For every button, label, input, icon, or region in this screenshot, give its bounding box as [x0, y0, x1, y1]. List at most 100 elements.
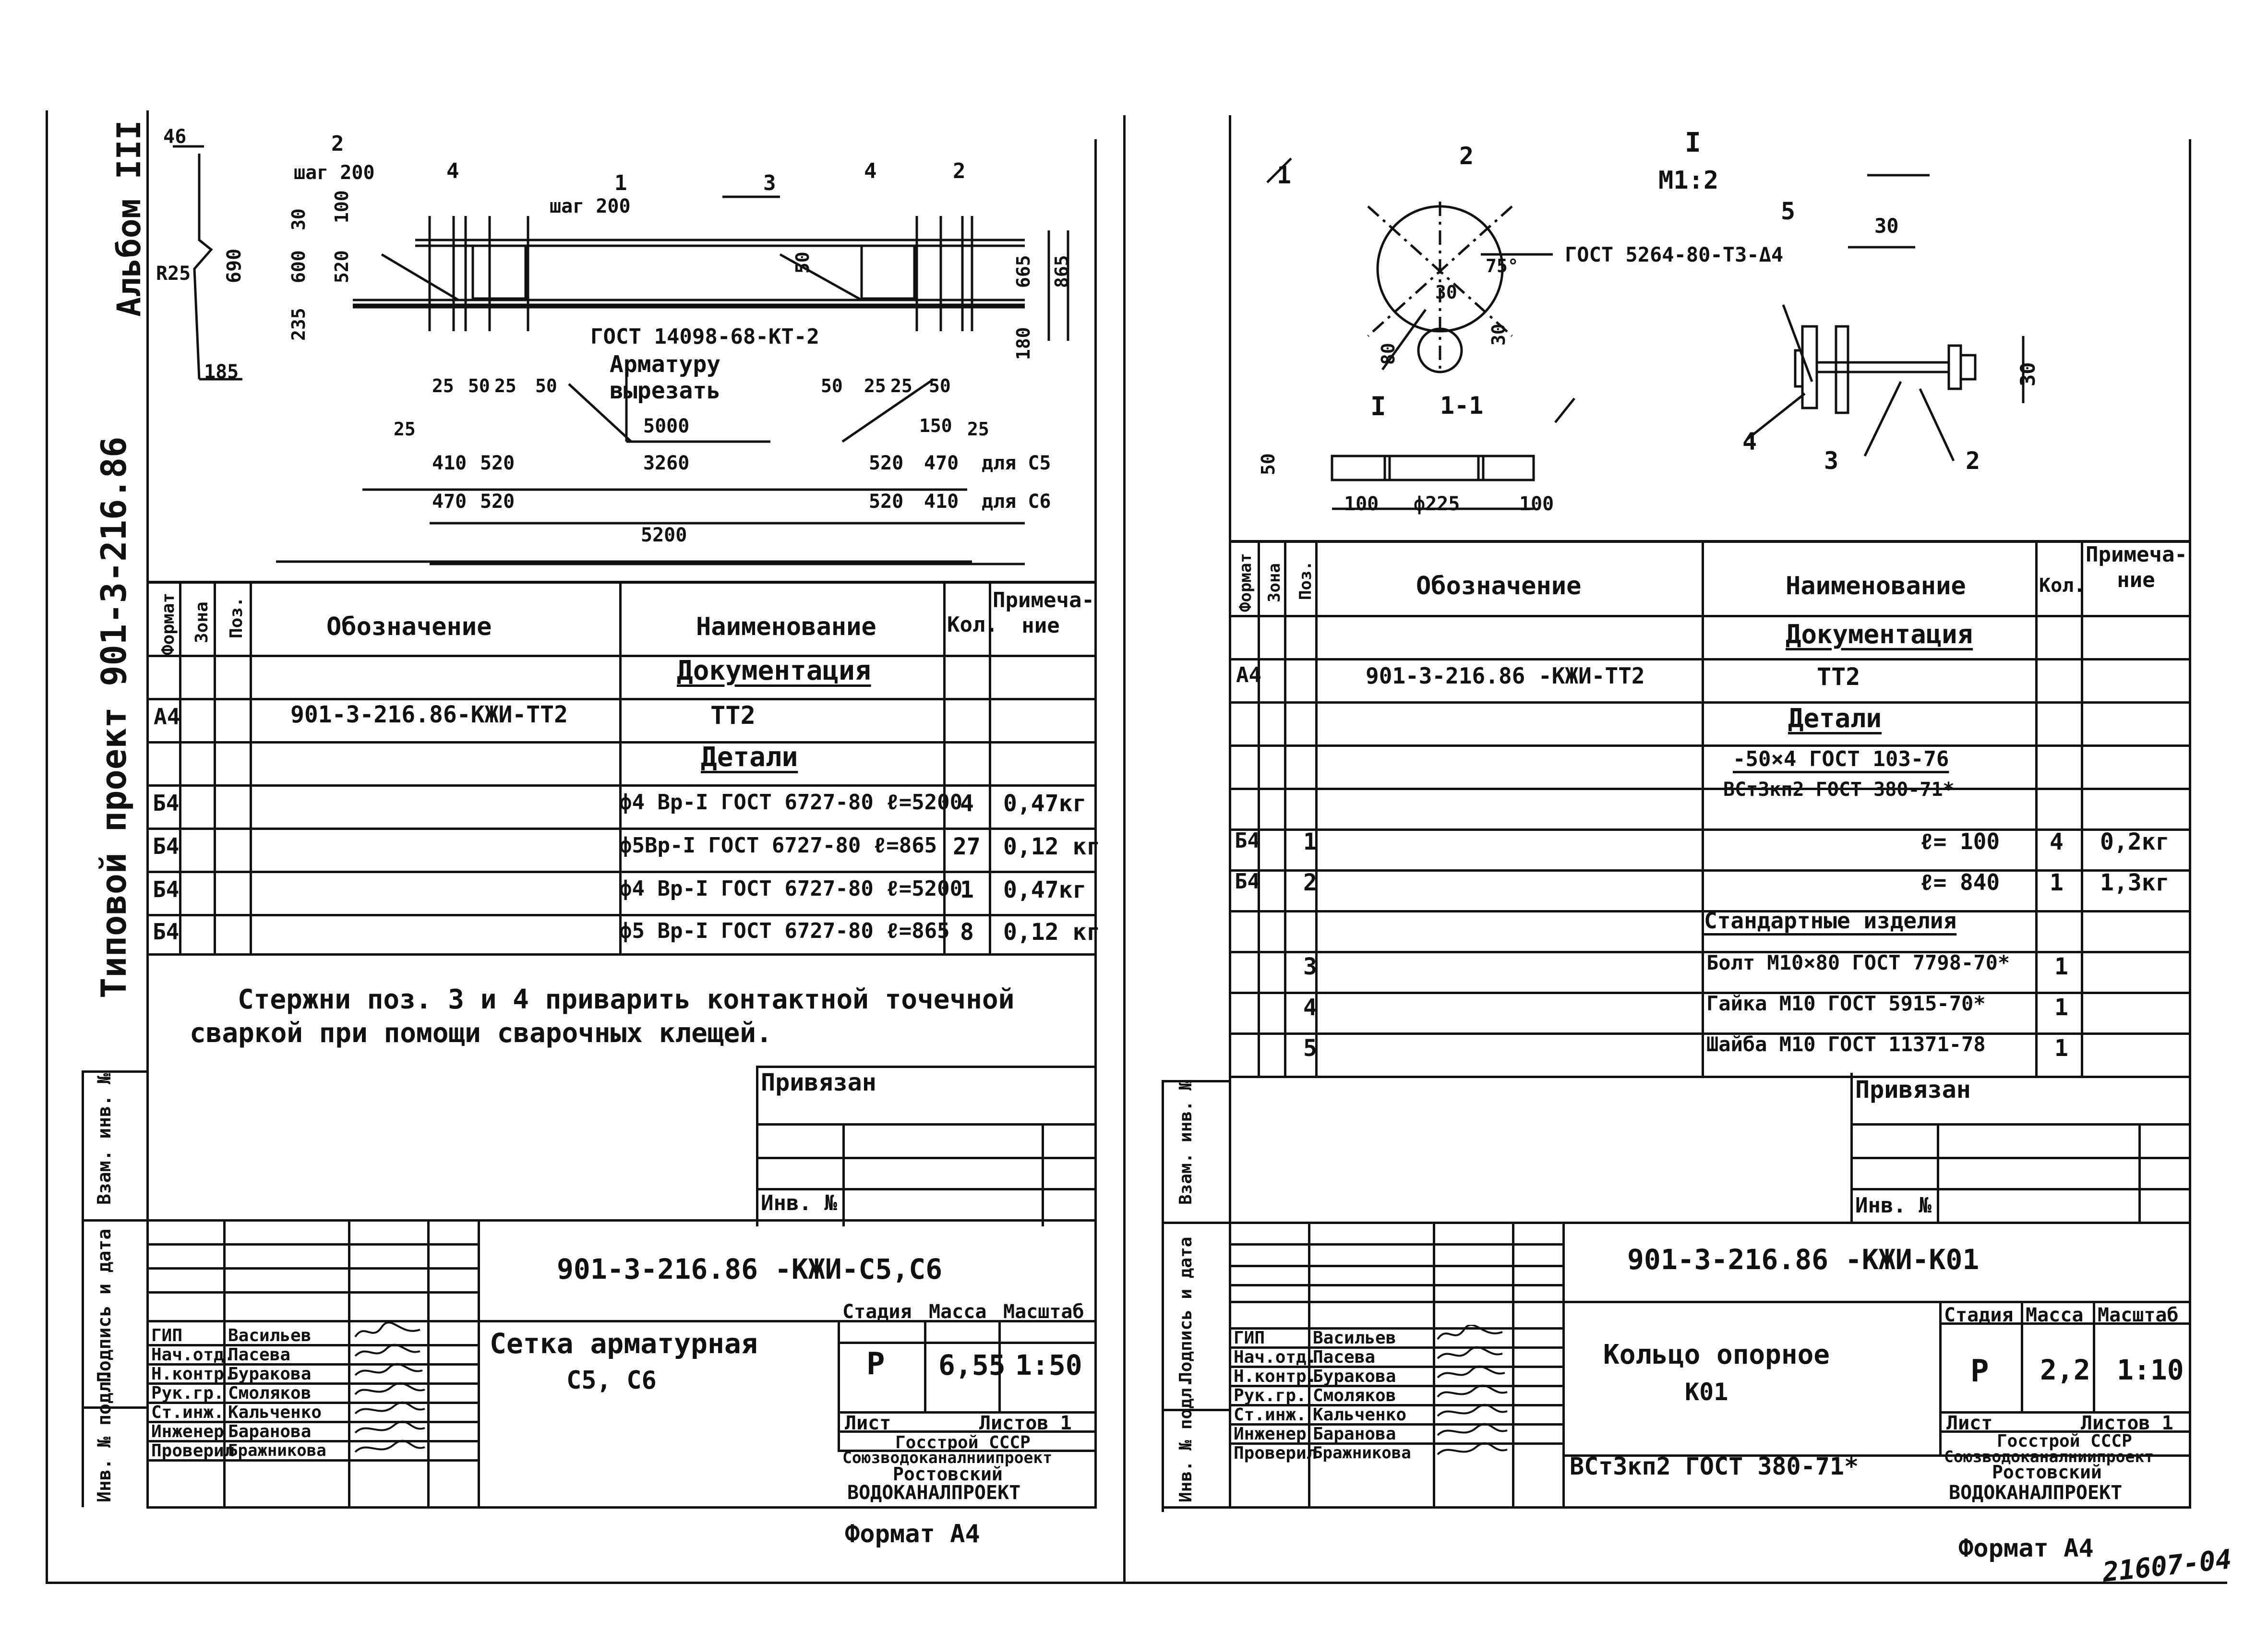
right-name-2: Пасева — [1313, 1347, 1376, 1367]
left-row1-name: ф4 Вр-I ГОСТ 6727-80 ℓ=5200 — [619, 790, 963, 815]
left-signatures — [354, 1322, 425, 1453]
right-name-6: Баранова — [1313, 1424, 1396, 1444]
right-row2-name: ℓ= 840 — [1920, 869, 2000, 895]
right-row2-pos: 2 — [1303, 869, 1317, 896]
left-outer-border — [46, 110, 48, 1584]
left-masshtab-label: Масштаб — [1003, 1301, 1084, 1323]
left-hdr-prim: Примеча-ние — [993, 588, 1094, 638]
dim-b2: 50 — [468, 375, 490, 396]
right-hdr-format: Формат — [1236, 553, 1255, 612]
left-massa-label: Масса — [929, 1301, 987, 1323]
right-name-1: Васильев — [1313, 1328, 1396, 1348]
right-title-1: Кольцо опорное — [1603, 1339, 1830, 1370]
right-row-tt2-oboz: 901-3-216.86 -КЖИ-ТТ2 — [1366, 663, 1645, 689]
left-org-4: ВОДОКАНАЛПРОЕКТ — [847, 1482, 1021, 1504]
dim-150: 150 — [919, 415, 952, 436]
left-list-label: Лист — [845, 1412, 891, 1434]
right-row1-kol: 4 — [2050, 828, 2064, 855]
right-listov-label: Листов 1 — [2081, 1412, 2173, 1434]
section-dim-30c: 30 — [1874, 214, 1899, 238]
dim-b4: 50 — [535, 375, 557, 396]
dim-step-200-center: шаг 200 — [550, 195, 631, 217]
left-role-4: Рук.гр. — [151, 1383, 224, 1403]
left-row3-format: Б4 — [153, 876, 180, 902]
dim-25-left: 25 — [394, 419, 416, 440]
left-org-1: Госстрой СССР — [895, 1433, 1031, 1452]
c5-410: 410 — [432, 452, 467, 474]
right-row1-pos: 1 — [1303, 828, 1317, 855]
right-title-block — [1229, 1222, 2189, 1507]
left-row3-kol: 1 — [960, 876, 974, 903]
right-hdr-oboz: Обозначение — [1416, 572, 1582, 600]
left-org-3: Ростовский — [893, 1464, 1003, 1485]
left-name-7: Бражникова — [228, 1441, 326, 1460]
dim-b6: 25 — [864, 375, 886, 396]
left-row-doc-name: Документация — [677, 655, 871, 686]
left-stamp-vzam: Взам. инв. № — [94, 1073, 115, 1205]
c5-520a: 520 — [480, 452, 515, 474]
right-row2-prim: 1,3кг — [2100, 869, 2170, 896]
left-role-2: Нач.отд. — [151, 1345, 235, 1365]
left-note-line2: сваркой при помощи сварочных клещей. — [190, 1018, 772, 1049]
right-row4-name: Гайка М10 ГОСТ 5915-70* — [1706, 992, 1986, 1015]
section-pos-5: 5 — [1781, 197, 1796, 225]
left-hdr-poz: Поз. — [227, 597, 246, 638]
left-listov-label: Листов 1 — [979, 1412, 1072, 1434]
dim-100: 100 — [331, 190, 352, 223]
left-row2-prim: 0,12 кг — [1003, 833, 1101, 860]
strip-dim-225: ф225 — [1414, 493, 1460, 515]
right-privyazan-block — [1850, 1073, 2191, 1224]
left-format: Формат А4 — [845, 1520, 980, 1548]
right-name-7: Бражникова — [1313, 1443, 1411, 1463]
ring-dim-80: 80 — [1378, 343, 1399, 365]
right-role-7: Проверил — [1234, 1443, 1317, 1463]
section-pos-2: 2 — [1966, 447, 1980, 475]
left-role-5: Ст.инж. — [151, 1403, 224, 1422]
dim-r25: R25 — [156, 263, 191, 285]
pos-1: 1 — [614, 171, 627, 195]
right-row-strip: -50×4 ГОСТ 103-76 — [1733, 747, 1949, 771]
right-row4-pos: 4 — [1303, 994, 1317, 1021]
dim-b5: 50 — [821, 375, 843, 396]
left-privyazan-block — [756, 1066, 1097, 1226]
note-gost-14098: ГОСТ 14098-68-КТ-2 — [590, 324, 819, 349]
left-title-1: Сетка арматурная — [490, 1327, 758, 1360]
dim-180: 180 — [1013, 327, 1034, 360]
right-row4-kol: 1 — [2054, 994, 2068, 1021]
right-hdr-zona: Зона — [1265, 563, 1284, 602]
ring-drawing — [1266, 157, 2025, 510]
c5-3260: 3260 — [643, 452, 690, 474]
right-row3-name: Болт М10×80 ГОСТ 7798-70* — [1706, 951, 2010, 974]
left-row1-format: Б4 — [153, 790, 180, 816]
left-row1-kol: 4 — [960, 790, 974, 817]
left-row-tt2-name: ТТ2 — [710, 701, 756, 730]
right-hdr-name: Наименование — [1786, 572, 1966, 600]
right-row1-format: Б4 — [1235, 828, 1260, 853]
right-org-1: Госстрой СССР — [1997, 1431, 2132, 1451]
right-format: Формат А4 — [1958, 1534, 2094, 1563]
dim-46: 46 — [163, 126, 187, 148]
left-hdr-name: Наименование — [696, 612, 876, 641]
right-privyazan: Привязан — [1855, 1076, 1971, 1104]
right-row5-name: Шайба М10 ГОСТ 11371-78 — [1706, 1032, 1986, 1056]
c5-470: 470 — [924, 452, 959, 474]
left-note-line1: Стержни поз. 3 и 4 приварить контактной … — [238, 984, 1015, 1015]
right-masshtab-label: Масштаб — [2098, 1304, 2179, 1326]
right-row-steel: ВСт3кп2 ГОСТ 380-71* — [1723, 779, 1955, 801]
right-stadiya-label: Стадия — [1944, 1304, 2014, 1326]
right-list-label: Лист — [1946, 1412, 1993, 1434]
dim-b3: 25 — [494, 375, 516, 396]
left-row-tt2-format: А4 — [154, 704, 180, 730]
right-hdr-prim: Примеча-ние — [2086, 542, 2187, 592]
left-hdr-format: Формат — [158, 592, 178, 655]
left-row-details-name: Детали — [701, 742, 798, 773]
pos-4-left: 4 — [446, 159, 459, 183]
strip-dim-100b: 100 — [1519, 493, 1554, 515]
right-stamp-inv: Инв. № подл. — [1176, 1377, 1196, 1502]
dim-b7: 25 — [890, 375, 912, 396]
pos-2-right: 2 — [953, 159, 966, 183]
c6-410: 410 — [924, 491, 959, 513]
view-I: I — [1370, 391, 1386, 421]
right-row1-name: ℓ= 100 — [1920, 828, 2000, 854]
album-label: Альбом III — [110, 120, 148, 317]
